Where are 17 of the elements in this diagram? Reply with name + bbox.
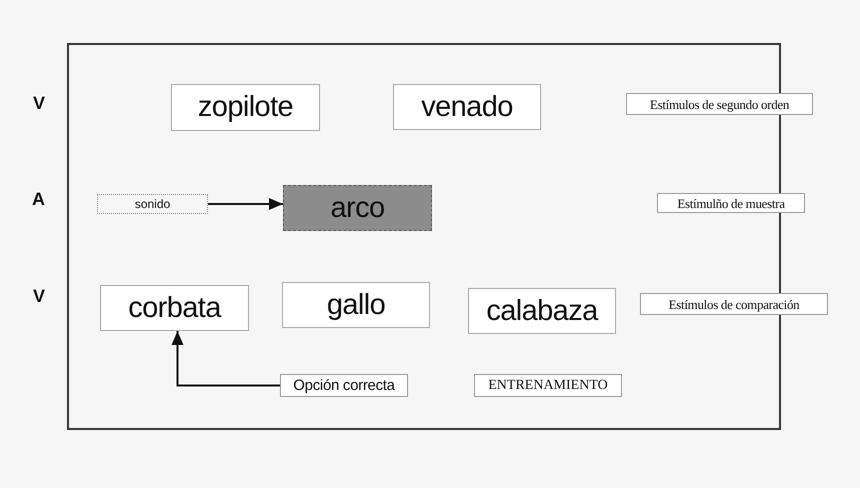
arrow (208, 198, 283, 210)
word-card: venado (393, 84, 541, 130)
row-letter: V (33, 94, 46, 112)
word-card: gallo (282, 282, 430, 328)
word-card: zopilote (171, 84, 320, 131)
row-letter: V (33, 287, 46, 305)
caption-label: Estímulos de comparación (640, 293, 828, 315)
highlighted-word-card: arco (283, 185, 432, 231)
word-card: corbata (100, 285, 249, 331)
row-letter: A (32, 190, 45, 208)
caption-label: Estímulño de muestra (657, 193, 805, 213)
arrow (172, 331, 280, 386)
dotted-label: sonido (97, 194, 208, 214)
word-card: calabaza (468, 288, 616, 334)
caption-label: Estímulos de segundo orden (626, 93, 813, 115)
caption-label: Opción correcta (280, 374, 408, 397)
caption-label: ENTRENAMIENTO (474, 374, 622, 397)
